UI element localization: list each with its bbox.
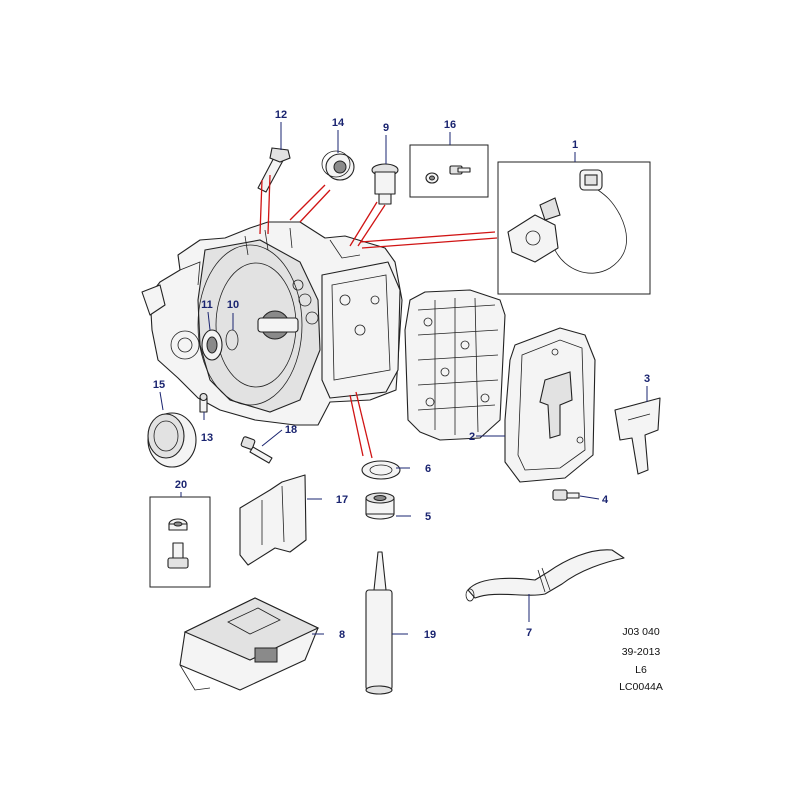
- oil-seal-11: [201, 329, 223, 361]
- callout-15: 15: [153, 379, 165, 391]
- seal-15: [147, 412, 197, 468]
- callout-11: 11: [201, 299, 213, 311]
- callout-7: 7: [526, 627, 532, 639]
- callout-9: 9: [383, 122, 389, 134]
- callout-6: 6: [425, 463, 431, 475]
- callout-numbers: 1 2 3 4 5 6 7 8 9 10 11 12 13 14 15 16 1…: [153, 109, 650, 641]
- speed-sensor: [371, 163, 399, 205]
- kit-box-1: [497, 161, 651, 295]
- callout-1: 1: [572, 139, 578, 151]
- callout-12: 12: [275, 109, 287, 121]
- sealant-tube: [365, 551, 393, 695]
- reference-line-4: LC0044A: [619, 681, 663, 693]
- drain-plug: [365, 492, 395, 520]
- callout-13: 13: [201, 432, 213, 444]
- sealing-washer: [361, 460, 401, 480]
- oil-pan: [504, 327, 596, 483]
- o-ring-10: [225, 329, 239, 351]
- reference-line-3: L6: [635, 664, 647, 676]
- bearing-14: [321, 150, 355, 181]
- callout-18: 18: [285, 424, 297, 436]
- valve-body: [404, 289, 506, 441]
- kit-box-16: [409, 144, 489, 198]
- callout-17: 17: [336, 494, 348, 506]
- callout-8: 8: [339, 629, 345, 641]
- callout-2: 2: [469, 431, 475, 443]
- callout-19: 19: [424, 629, 436, 641]
- callout-10: 10: [227, 299, 239, 311]
- breather-hose: [465, 549, 625, 602]
- transmission-housing: [141, 221, 403, 426]
- control-module: [179, 597, 320, 691]
- reference-block: J03 040 39-2013 L6 LC0044A: [619, 626, 663, 693]
- kit-box-20: [149, 496, 211, 588]
- reference-line-2: 39-2013: [622, 646, 661, 658]
- connection-lines: [259, 174, 498, 459]
- bracket-17: [239, 474, 307, 566]
- callout-14: 14: [332, 117, 345, 129]
- bolt-12: [257, 147, 291, 193]
- callout-16: 16: [444, 119, 456, 131]
- bolt-4: [552, 489, 580, 501]
- bracket: [614, 397, 661, 475]
- callout-3: 3: [644, 373, 650, 385]
- breather-13: [199, 392, 208, 413]
- reference-line-1: J03 040: [622, 626, 660, 638]
- leader-lines: [159, 122, 648, 635]
- callout-5: 5: [425, 511, 431, 523]
- bolt-18: [240, 436, 273, 464]
- callout-20: 20: [175, 479, 187, 491]
- callout-4: 4: [602, 494, 609, 506]
